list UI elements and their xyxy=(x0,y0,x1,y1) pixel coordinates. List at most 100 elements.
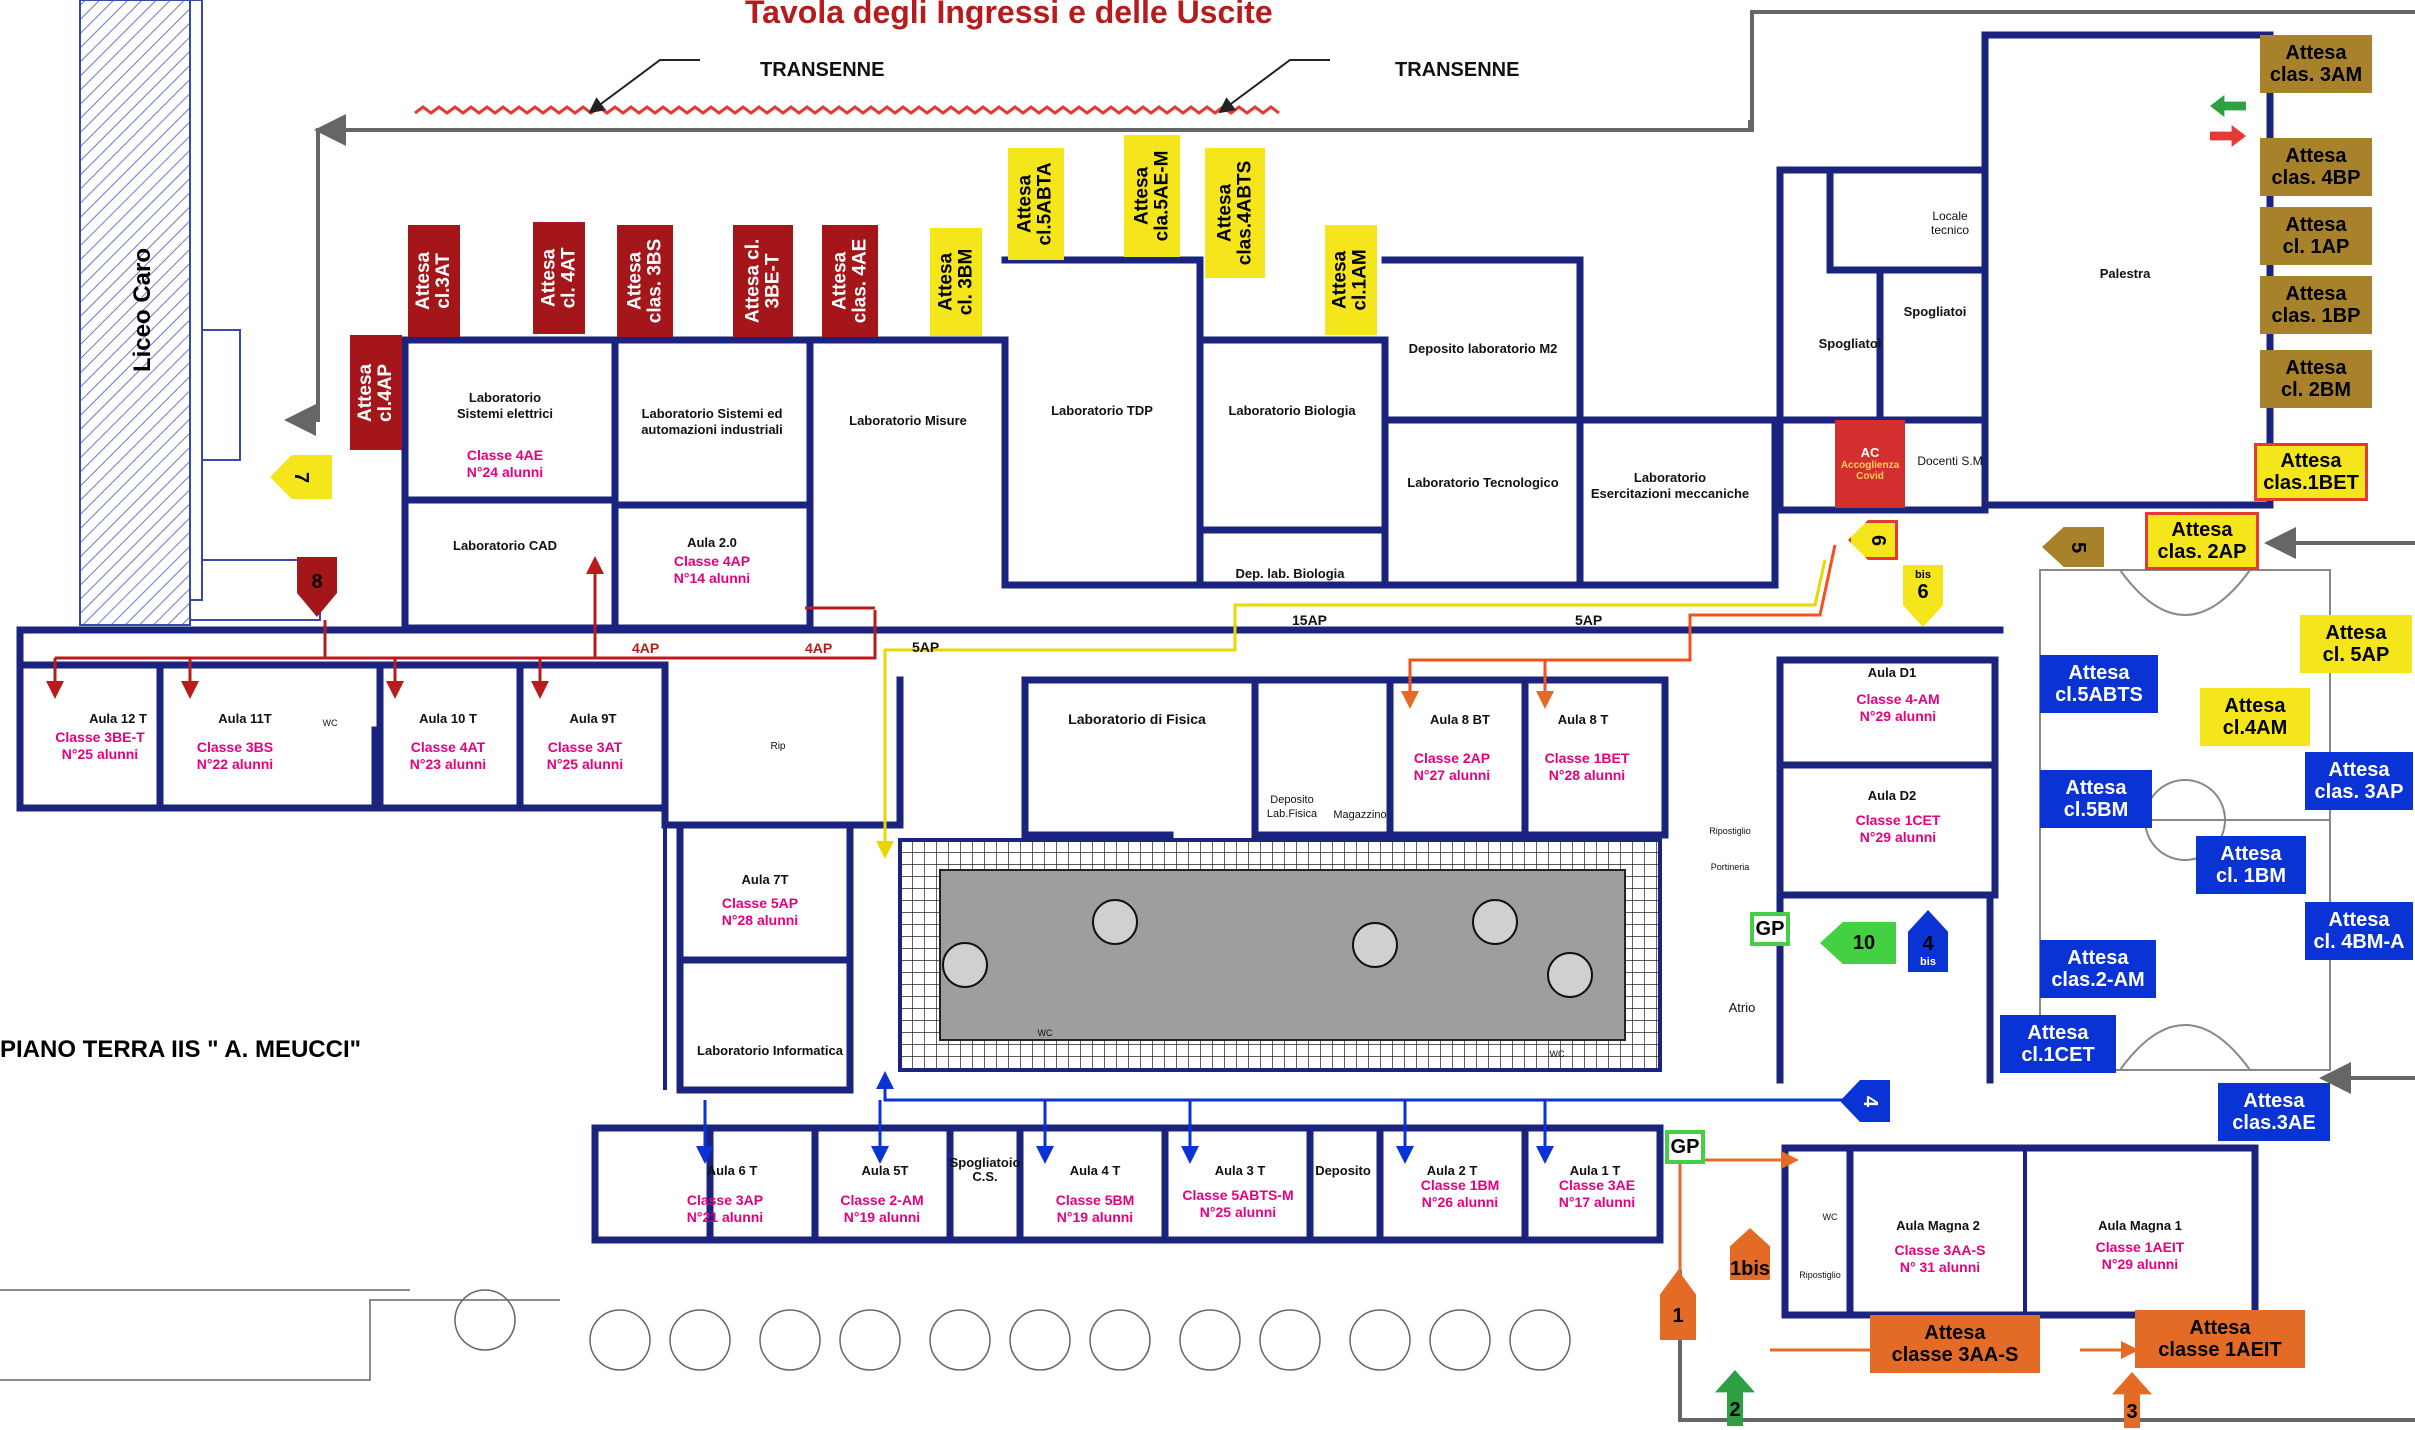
room-aula-magna-1: Aula Magna 1 xyxy=(2098,1218,2182,1233)
entrance-1bis-label: 1bis xyxy=(1730,1258,1771,1280)
wait-cla5aem: Attesa cla.5AE-M xyxy=(1124,135,1180,257)
path-coral xyxy=(1401,544,1837,709)
room-lab-tdp: Laboratorio TDP xyxy=(1051,403,1153,418)
wait-clas1bp: Attesa clas. 1BP xyxy=(2260,276,2372,334)
room-magazzino: Magazzino xyxy=(1333,809,1386,821)
room-lab-cad: Laboratorio CAD xyxy=(453,538,557,553)
path-label-5ap-1: 5AP xyxy=(912,639,939,655)
barrier-label-1: TRANSENNE xyxy=(760,59,884,81)
entrance-10-label: 10 xyxy=(1852,931,1876,954)
wait-clas2am: Attesa clas.2-AM xyxy=(2040,940,2156,998)
entrance-6bis-number: 6 xyxy=(1917,581,1929,603)
room-aula-8t: Aula 8 T xyxy=(1558,712,1609,727)
liceo-caro-building xyxy=(79,0,321,626)
room-aula-d2: Aula D2 xyxy=(1868,788,1916,803)
room-spogliatoi-2: Spogliatoi xyxy=(1904,304,1967,319)
barrier-label-2: TRANSENNE xyxy=(1395,59,1519,81)
wait-cl5ap: Attesa cl. 5AP xyxy=(2300,615,2412,673)
room-portineria: Portineria xyxy=(1711,862,1750,872)
room-docenti-sm: Docenti S.M xyxy=(1917,454,1982,468)
wait-cl5abts: Attesa cl.5ABTS xyxy=(2040,655,2158,713)
room-dep-biologia: Dep. lab. Biologia xyxy=(1235,566,1345,581)
room-deposito: Deposito xyxy=(1315,1163,1371,1178)
path-dark-red xyxy=(46,556,877,699)
path-label-5ap-2: 5AP xyxy=(1575,612,1602,628)
room-ripostiglio-2: Ripostiglio xyxy=(1799,1270,1841,1280)
room-aula-11t: Aula 11T xyxy=(218,711,272,726)
wait-clas3am: Attesa clas. 3AM xyxy=(2260,35,2372,93)
courtyard-trees xyxy=(942,899,1593,998)
wait-cl1bm: Attesa cl. 1BM xyxy=(2196,836,2306,894)
entrance-2-label: 2 xyxy=(1729,1399,1741,1421)
wait-classe3aas: Attesa classe 3AA-S xyxy=(1870,1315,2040,1373)
wait-cl3bm: Attesa cl. 3BM xyxy=(930,228,982,336)
room-ripostiglio-1: Ripostiglio xyxy=(1709,826,1751,836)
wait-cl4am: Attesa cl.4AM xyxy=(2200,688,2310,746)
path-yellow xyxy=(876,559,1827,859)
room-aula-4t: Aula 4 T xyxy=(1070,1163,1121,1178)
room-aula-1t: Aula 1 T xyxy=(1570,1163,1621,1178)
entrance-4bis-number: 4 xyxy=(1922,933,1934,955)
wait-cl2bm: Attesa cl. 2BM xyxy=(2260,350,2372,408)
wait-cl3bet: Attesa cl. 3BE-T xyxy=(733,225,793,337)
wait-cl4at: Attesa cl. 4AT xyxy=(533,222,585,334)
ac-label: AC xyxy=(1860,444,1880,460)
page-title: Tavola degli Ingressi e delle Uscite xyxy=(745,0,1273,30)
wait-cl5abta: Attesa cl.5ABTA xyxy=(1008,148,1064,260)
wait-clas4bp: Attesa clas. 4BP xyxy=(2260,138,2372,196)
entrance-8-label: 8 xyxy=(311,571,323,593)
path-labels: 4AP 4AP 5AP 15AP 5AP TRANSENNE TRANSENNE xyxy=(632,59,1602,656)
wait-clas1bet: Attesa clas.1BET xyxy=(2254,443,2368,501)
room-lab-tecnologico: Laboratorio Tecnologico xyxy=(1407,475,1558,490)
room-palestra: Palestra xyxy=(2100,266,2151,281)
wait-clas3ae: Attesa clas.3AE xyxy=(2218,1083,2330,1141)
entrance-4-label: 4 xyxy=(1859,1095,1882,1107)
path-blue xyxy=(696,1071,1845,1164)
room-deposito-m2: Deposito laboratorio M2 xyxy=(1409,341,1558,356)
room-aula-magna-2: Aula Magna 2 xyxy=(1896,1218,1980,1233)
wait-clas3bs: Attesa clas. 3BS xyxy=(617,225,673,337)
room-aula-3t: Aula 3 T xyxy=(1215,1163,1266,1178)
wait-clas2ap: Attesa clas. 2AP xyxy=(2145,512,2259,570)
entrance-4bis-suffix: bis xyxy=(1920,956,1936,968)
room-aula-10t: Aula 10 T xyxy=(419,711,477,726)
path-label-4ap-2: 4AP xyxy=(805,640,832,656)
accoglienza-covid-label: Accoglienza Covid xyxy=(1840,460,1900,483)
floor-label: PIANO TERRA IIS " A. MEUCCI" xyxy=(0,1036,361,1063)
wait-cl1am: Attesa cl.1AM xyxy=(1325,225,1377,335)
room-spogliatoi-1: Spogliatoi xyxy=(1819,336,1882,351)
wait-classe1aeit: Attesa classe 1AEIT xyxy=(2135,1310,2305,1368)
wait-cl4ap: Attesa cl.4AP xyxy=(350,335,402,450)
entrance-3-label: 3 xyxy=(2126,1401,2138,1423)
room-aula-12t: Aula 12 T xyxy=(89,711,147,726)
building-walls xyxy=(16,31,2274,1319)
neighbor-label: Liceo Caro xyxy=(129,248,156,372)
entrance-6-label: 6 xyxy=(1867,534,1890,546)
wait-cl3at: Attesa cl.3AT xyxy=(408,225,460,337)
street-trees xyxy=(0,1289,1571,1381)
room-aula-6t: Aula 6 T xyxy=(707,1163,758,1178)
wait-cl1cet: Attesa cl.1CET xyxy=(2000,1015,2116,1073)
wait-clas4abts: Attesa clas.4ABTS xyxy=(1205,148,1265,278)
